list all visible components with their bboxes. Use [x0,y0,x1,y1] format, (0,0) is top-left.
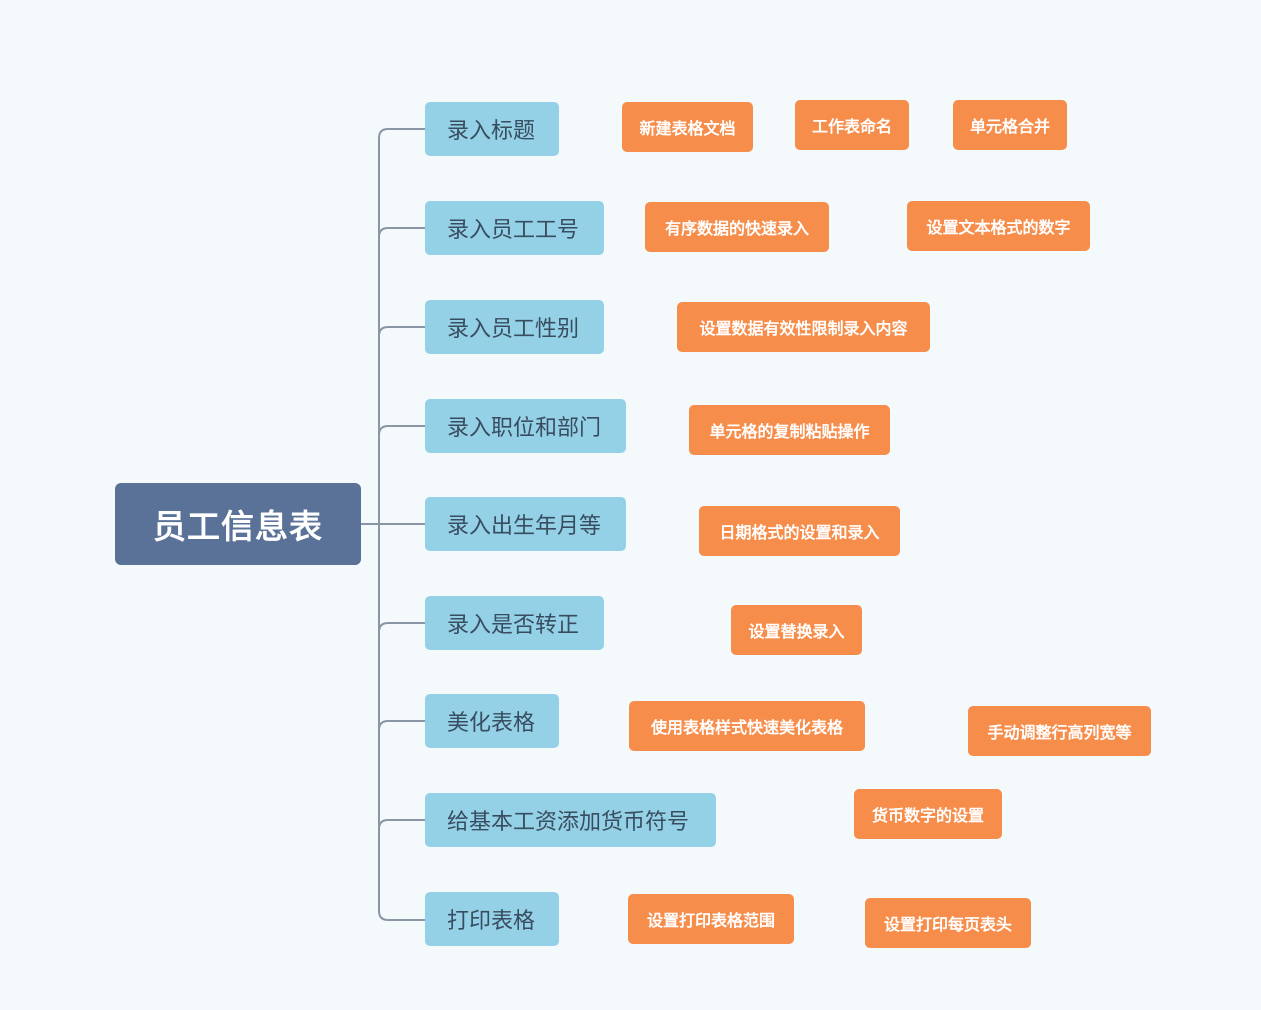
branch-record-gender[interactable]: 录入员工性别 [425,300,604,354]
leaf-adjust-row-column[interactable]: 手动调整行高列宽等 [968,706,1151,756]
leaf-print-header[interactable]: 设置打印每页表头 [865,898,1031,948]
leaf-table-style[interactable]: 使用表格样式快速美化表格 [629,701,865,751]
branch-beautify-table[interactable]: 美化表格 [425,694,559,748]
leaf-text-format-numbers[interactable]: 设置文本格式的数字 [907,201,1090,251]
branch-record-employee-id[interactable]: 录入员工工号 [425,201,604,255]
branch-record-position-department[interactable]: 录入职位和部门 [425,399,626,453]
root-node[interactable]: 员工信息表 [115,483,361,565]
leaf-rename-worksheet[interactable]: 工作表命名 [795,100,909,150]
leaf-print-range[interactable]: 设置打印表格范围 [628,894,794,944]
branch-print-table[interactable]: 打印表格 [425,892,559,946]
leaf-currency-number[interactable]: 货币数字的设置 [854,789,1002,839]
leaf-data-validation[interactable]: 设置数据有效性限制录入内容 [677,302,930,352]
leaf-copy-paste-cells[interactable]: 单元格的复制粘贴操作 [689,405,890,455]
leaf-new-table-document[interactable]: 新建表格文档 [622,102,753,152]
leaf-quick-sequential-entry[interactable]: 有序数据的快速录入 [645,202,829,252]
branch-record-birthdate[interactable]: 录入出生年月等 [425,497,626,551]
branch-record-probation[interactable]: 录入是否转正 [425,596,604,650]
branch-connectors [378,227,425,830]
leaf-date-format[interactable]: 日期格式的设置和录入 [699,506,900,556]
leaf-replace-entry[interactable]: 设置替换录入 [731,605,862,655]
branch-currency-symbol[interactable]: 给基本工资添加货币符号 [425,793,716,847]
leaf-merge-cells[interactable]: 单元格合并 [953,100,1067,150]
branch-record-title[interactable]: 录入标题 [425,102,559,156]
